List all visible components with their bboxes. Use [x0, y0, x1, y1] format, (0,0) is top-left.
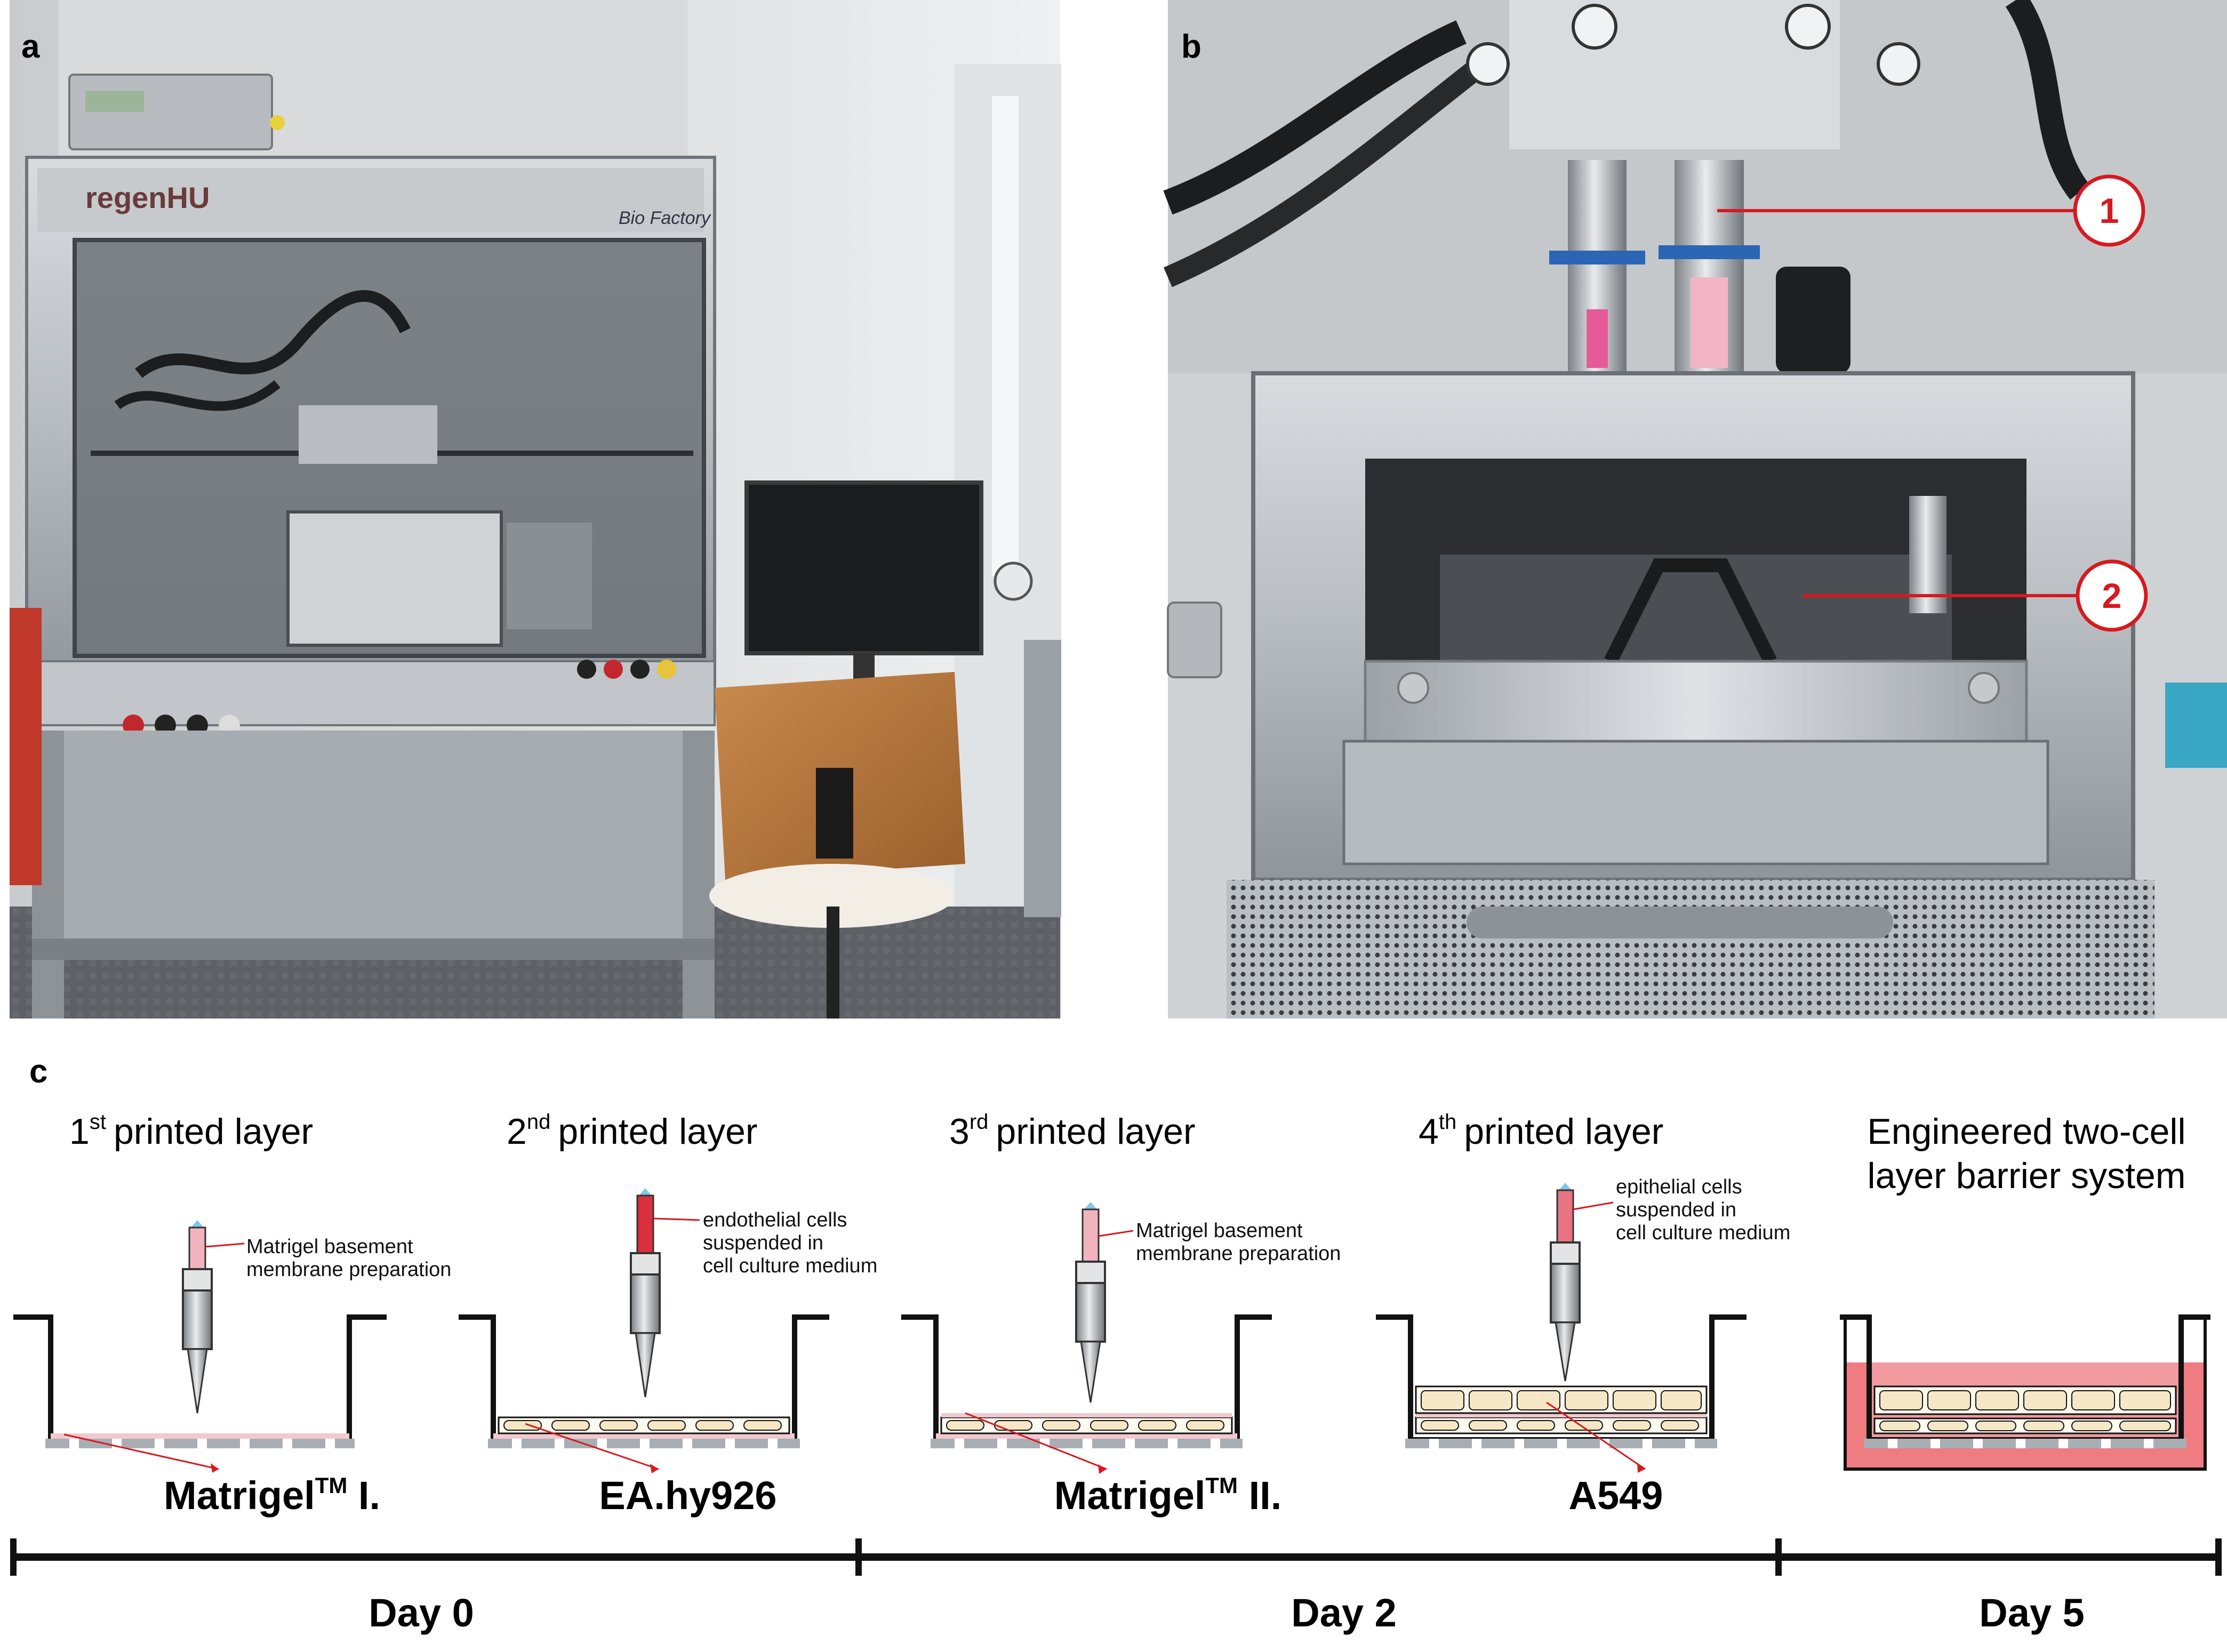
stand: [32, 731, 715, 955]
pressure-gauge: [994, 562, 1033, 601]
brand-label: regenHU: [85, 181, 210, 214]
day-2-label: Day 2: [1291, 1591, 1396, 1635]
panel-a-photo: regenHU Bio Factory: [10, 0, 1061, 1019]
panel-b-photo: 1 2: [1163, 0, 2227, 1019]
callout-1-number: 1: [2100, 191, 2119, 230]
valve-block: [1509, 0, 1840, 149]
hexapod-stage: [1604, 558, 1777, 664]
stage-3-note-line-1: Matrigel basement: [1136, 1220, 1303, 1242]
second-matrigel-layer: [941, 1413, 1232, 1417]
endothelial-cell-layer: [940, 1416, 1233, 1434]
label-pointer: [63, 1433, 219, 1470]
chair-clip: [816, 768, 853, 859]
stage-4-schematic: [1376, 1183, 1747, 1473]
final-stage-schematic: [1840, 1314, 2210, 1471]
stage-2-note-line-2: suspended in: [703, 1232, 823, 1254]
stage-2-note-line-1: endothelial cells: [703, 1209, 847, 1231]
callout-2-circle: [2076, 559, 2148, 632]
printhead-nozzle-icon: [182, 1220, 213, 1414]
final-stage-title-line-2: layer barrier system: [1867, 1156, 2185, 1196]
printhead-nozzle-icon: [630, 1188, 661, 1398]
model-label: Bio Factory: [619, 208, 711, 228]
cartridge-3: [1776, 267, 1851, 373]
stage-1-layer-label: MatrigelTM I.: [164, 1473, 380, 1518]
stage-4-note-line-1: epithelial cells: [1616, 1176, 1742, 1198]
day-0-label: Day 0: [369, 1591, 474, 1635]
stage-3-schematic: [901, 1202, 1272, 1474]
culture-well: [1844, 1317, 2207, 1471]
endothelial-cell-layer: [1873, 1417, 2177, 1434]
monitor: [744, 480, 983, 655]
chair-seat: [709, 864, 955, 928]
membrane: [931, 1439, 1243, 1448]
stage-4-layer-label: A549: [1569, 1473, 1663, 1518]
callout-2-number: 2: [2102, 576, 2122, 615]
perforated-worktop: [1227, 880, 2154, 1019]
matrigel-layer: [51, 1433, 349, 1439]
membrane: [45, 1439, 355, 1448]
callout-1-circle: [2073, 174, 2145, 247]
stage-1-schematic: [13, 1220, 387, 1473]
hoses: [135, 290, 411, 378]
printhead-nozzle-icon: [1075, 1202, 1106, 1403]
membrane: [488, 1439, 800, 1448]
membrane: [1864, 1439, 2186, 1448]
membrane: [1405, 1439, 1717, 1448]
stage-1-note-line-1: Matrigel basement: [246, 1236, 413, 1258]
stage-2-note-line-3: cell culture medium: [703, 1255, 877, 1277]
endothelial-cell-layer: [1415, 1416, 1708, 1434]
front-panel: [26, 660, 716, 726]
stage-1-note-line-2: membrane preparation: [246, 1258, 451, 1281]
matrigel-layer: [936, 1433, 1237, 1439]
label-pointer: [1546, 1401, 1646, 1470]
stage-3-layer-label: MatrigelTM II.: [1054, 1473, 1282, 1518]
timeline: [10, 1538, 2222, 1576]
matrigel-layer: [493, 1433, 795, 1439]
gas-cylinder: [1024, 640, 1061, 917]
panel-a-letter: a: [21, 28, 40, 65]
red-cable: [10, 608, 42, 885]
day-5-label: Day 5: [1979, 1591, 2084, 1635]
indicator-light: [270, 115, 285, 130]
printhead-nozzle-icon: [1550, 1183, 1581, 1382]
endothelial-cell-layer: [498, 1416, 790, 1434]
print-box-drawer: [1364, 660, 2028, 743]
print-heads: [299, 405, 437, 464]
label-pointer: [965, 1412, 1107, 1470]
cable-bundle: [1163, 20, 1467, 215]
panel-b-letter: b: [1181, 28, 1201, 65]
worktop-handle: [1467, 907, 1893, 939]
epithelial-cell-layer: [1415, 1385, 1708, 1414]
label-pointer: [525, 1423, 659, 1470]
panel-c-letter: c: [29, 1053, 47, 1090]
control-display: [85, 91, 144, 112]
final-stage-title-line-1: Engineered two-cell: [1867, 1111, 2185, 1152]
stage-4-note-line-3: cell culture medium: [1616, 1222, 1790, 1244]
stage-4-note-line-2: suspended in: [1616, 1199, 1736, 1221]
stage-2-layer-label: EA.hy926: [599, 1473, 776, 1518]
stage-2-schematic: [459, 1188, 829, 1473]
epithelial-cell-layer: [1873, 1385, 2177, 1415]
print-chamber: [286, 510, 503, 647]
stage-3-note-line-2: membrane preparation: [1136, 1242, 1341, 1265]
